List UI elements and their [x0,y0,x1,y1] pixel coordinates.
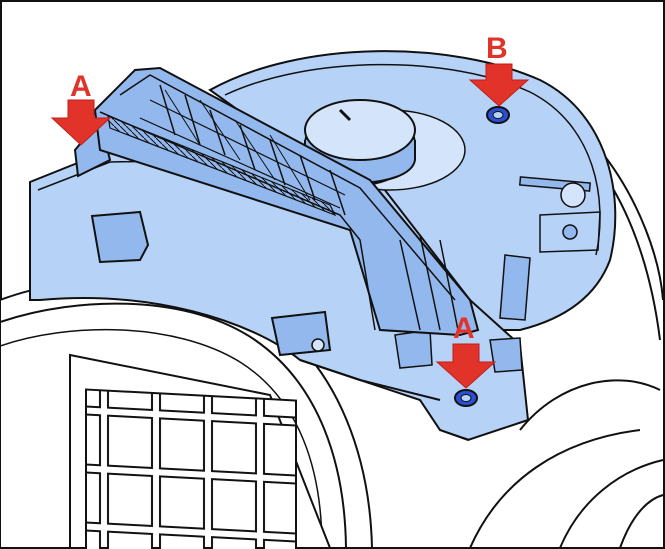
hepa-filter [69,353,332,549]
callout-label: B [486,32,508,65]
screw-a-bottom [454,389,478,407]
arrow-down-icon [468,63,530,107]
screw-b [486,106,510,124]
arrow-down-icon [435,343,497,389]
callout-a-left: A [50,70,112,146]
callout-a-bottom: A [435,312,497,389]
callout-label: A [453,312,475,345]
carry-handle [93,66,480,337]
callout-label: A [70,70,92,103]
arrow-down-icon [50,99,112,146]
callout-b-top: B [468,32,530,107]
